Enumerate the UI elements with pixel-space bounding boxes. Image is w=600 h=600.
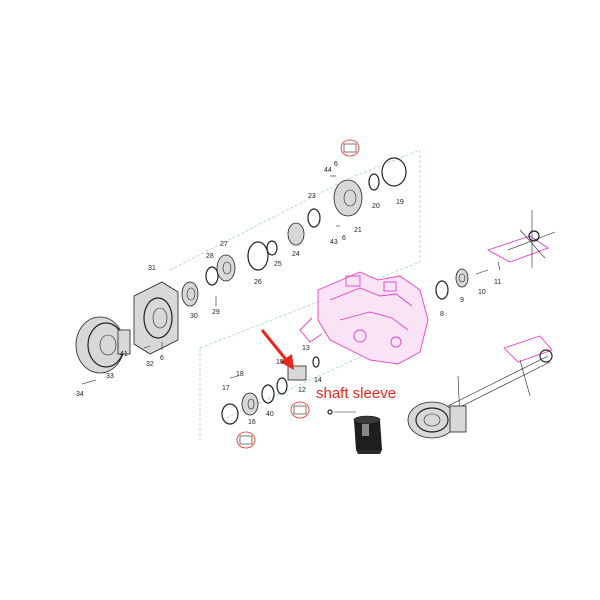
part-number-33: 33	[106, 373, 114, 380]
hub-part-33	[75, 316, 131, 374]
part-number-43: 43	[330, 239, 338, 246]
part-labels: 44 6 23 20 19 43 6 21 27 28 24 25 31 26 …	[76, 161, 501, 426]
part-number-10: 10	[478, 289, 486, 296]
part-number-21: 21	[354, 227, 362, 234]
axle-assembly-bottom	[439, 335, 553, 421]
bearing-part-30	[181, 281, 199, 307]
part-number-19: 19	[396, 199, 404, 206]
part-number-44: 44	[324, 167, 332, 174]
part-number-6: 6	[342, 235, 346, 242]
part-number-40: 40	[266, 411, 274, 418]
part-number-34: 34	[76, 391, 84, 398]
small-parts-lower	[81, 342, 320, 425]
part-number-30: 30	[190, 313, 198, 320]
part-number-17: 17	[222, 385, 230, 392]
part-number-31: 31	[148, 265, 156, 272]
axle-assembly-top	[486, 210, 556, 268]
part-number-18: 18	[236, 371, 244, 378]
wheel-motor	[407, 401, 467, 439]
flange-part-31	[133, 281, 179, 355]
part-number-32: 32	[146, 361, 154, 368]
part-number-41: 41	[120, 351, 128, 358]
part-number-6: 6	[334, 161, 338, 168]
part-number-11: 11	[494, 279, 501, 286]
part-number-27: 27	[220, 241, 228, 248]
part-number-6: 6	[160, 355, 164, 362]
part-number-13: 13	[302, 345, 310, 352]
callout-boxes	[236, 139, 360, 449]
part-number-8: 8	[440, 311, 444, 318]
part-number-14: 14	[314, 377, 322, 384]
part-number-16: 16	[248, 419, 256, 426]
part-number-28: 28	[206, 253, 214, 260]
gearbox-housing	[299, 271, 429, 365]
small-parts-upper	[205, 157, 407, 306]
small-parts-right	[435, 261, 501, 300]
part-number-15: 15	[276, 359, 284, 366]
part-number-12: 12	[298, 387, 306, 394]
detail-parts	[327, 409, 356, 415]
part-number-9: 9	[460, 297, 464, 304]
part-number-25: 25	[274, 261, 282, 268]
part-number-23: 23	[308, 193, 316, 200]
shaft-sleeve-caption: shaft sleeve	[316, 385, 396, 402]
part-number-29: 29	[212, 309, 220, 316]
shaft-sleeve-image	[353, 415, 382, 454]
part-number-24: 24	[292, 251, 300, 258]
part-number-20: 20	[372, 203, 380, 210]
indicator-arrow	[260, 329, 294, 370]
part-number-26: 26	[254, 279, 262, 286]
